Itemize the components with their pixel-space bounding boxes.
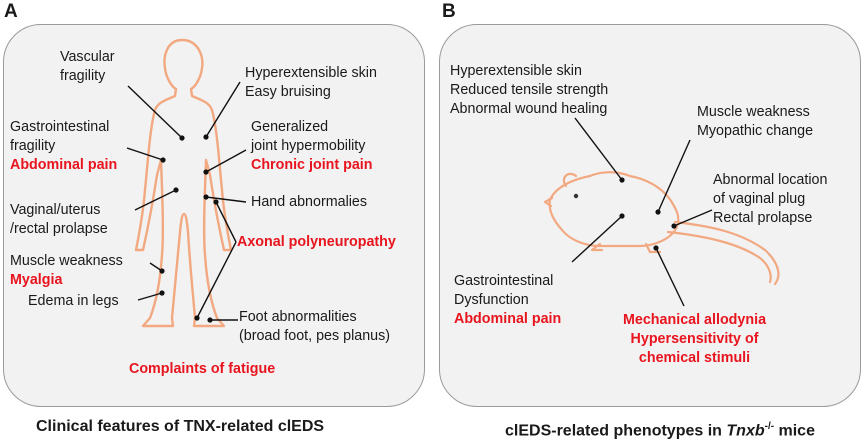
panel-b-leaders bbox=[571, 117, 713, 307]
label-muscle-weakness-a: Muscle weakness Myalgia bbox=[10, 253, 123, 288]
human-body-illustration bbox=[134, 38, 233, 328]
mouse-eye bbox=[573, 193, 579, 199]
gene-superscript: -/- bbox=[764, 421, 775, 432]
label-edema-in-legs: Edema in legs bbox=[28, 293, 119, 309]
caption-panel-a: Clinical features of TNX-related clEDS bbox=[36, 418, 325, 435]
panel-a-letter: A bbox=[4, 1, 18, 22]
panel-a-box bbox=[3, 24, 425, 407]
mouse-illustration bbox=[543, 171, 780, 286]
panel-a-leaders bbox=[126, 81, 247, 323]
label-complaints-of-fatigue: Complaints of fatigue bbox=[129, 361, 276, 377]
label-vaginal-prolapse: Vaginal/uterus/rectal prolapse bbox=[10, 202, 108, 237]
gene-name: Tnxb bbox=[726, 422, 765, 440]
panel-b-letter: B bbox=[442, 1, 456, 22]
label-foot-abnormalities: Foot abnormalities(broad foot, pes planu… bbox=[239, 309, 391, 344]
label-hand-abnormalies: Hand abnormalies bbox=[251, 194, 368, 210]
caption-panel-b: clEDS-related phenotypes in Tnxb-/- mice bbox=[505, 421, 815, 440]
label-axonal-polyneuropathy: Axonal polyneuropathy bbox=[237, 234, 396, 250]
panel-b-box bbox=[439, 24, 861, 407]
